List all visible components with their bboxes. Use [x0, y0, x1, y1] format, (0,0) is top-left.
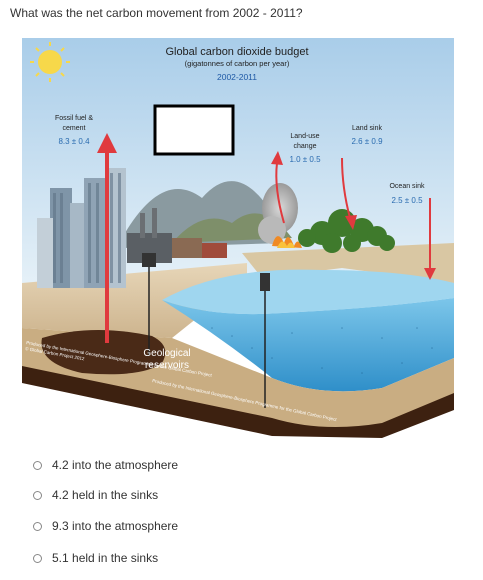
option-4[interactable]: 5.1 held in the sinks — [33, 551, 158, 565]
city-buildings — [37, 168, 227, 288]
fossil-fuel-arrow — [97, 133, 117, 343]
ocean-surface — [162, 269, 454, 315]
landsink-label: Land sink — [352, 125, 382, 132]
option-3[interactable]: 9.3 into the atmosphere — [33, 519, 178, 533]
landuse-value: 1.0 ± 0.5 — [289, 155, 321, 164]
geological-label-line1: Geological — [143, 348, 190, 359]
oceansink-label: Ocean sink — [389, 183, 425, 190]
fossil-label-line2: cement — [63, 125, 86, 132]
fire-icon — [272, 236, 302, 248]
landsink-value: 2.6 ± 0.9 — [351, 137, 383, 146]
carbon-budget-figure: Global carbon dioxide budget (gigatonnes… — [22, 38, 454, 438]
question-text: What was the net carbon movement from 20… — [10, 6, 303, 20]
figure-subtitle: (gigatonnes of carbon per year) — [185, 59, 290, 68]
radio-button[interactable] — [33, 490, 42, 500]
figure-title: Global carbon dioxide budget — [165, 46, 308, 58]
option-2[interactable]: 4.2 held in the sinks — [33, 488, 158, 502]
radio-button[interactable] — [33, 553, 42, 563]
land-sink-arrow — [341, 157, 357, 230]
ocean-sink-arrow — [424, 198, 436, 280]
landuse-label-line1: Land-use — [290, 133, 319, 140]
sun-icon — [30, 42, 70, 82]
option-label: 4.2 into the atmosphere — [52, 458, 179, 472]
fossil-label-line1: Fossil fuel & — [55, 115, 93, 122]
geological-reservoir — [41, 329, 166, 375]
drilling-rig — [142, 253, 270, 408]
option-1[interactable]: 4.2 into the atmosphere — [33, 458, 178, 472]
land-use-arrow — [271, 151, 285, 224]
option-label: 4.2 held in the sinks — [52, 488, 159, 502]
option-label: 5.1 held in the sinks — [52, 551, 159, 565]
oceansink-value: 2.5 ± 0.5 — [391, 196, 423, 205]
landuse-label-line2: change — [294, 143, 317, 150]
figure-years: 2002-2011 — [217, 72, 257, 82]
geological-label-line2: reservoirs — [145, 360, 189, 371]
ocean-body — [162, 298, 454, 392]
radio-button[interactable] — [33, 521, 42, 531]
fossil-value: 8.3 ± 0.4 — [58, 137, 90, 146]
radio-button[interactable] — [33, 460, 42, 470]
redacted-answer-box — [153, 104, 235, 156]
option-label: 9.3 into the atmosphere — [52, 519, 179, 533]
